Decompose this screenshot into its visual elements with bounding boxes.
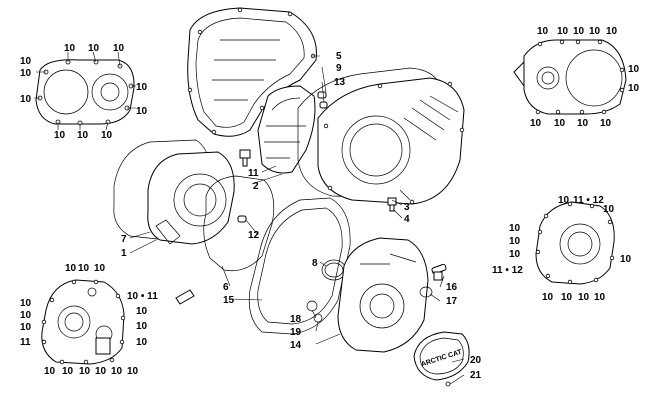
- bolt-pattern-left-clutch-cover: [34, 51, 136, 131]
- callout-label: 10: [20, 68, 32, 79]
- callout-label: 11 • 12: [492, 265, 523, 276]
- callout-label: 10: [78, 263, 90, 274]
- bolt-pattern-bottom-left-cover: [41, 279, 126, 365]
- callout-label: 11: [248, 168, 259, 179]
- bolt-11: [239, 149, 251, 167]
- callout-label: 10: [589, 26, 601, 37]
- callout-label: 10: [20, 298, 32, 309]
- callout-label: 10: [542, 292, 554, 303]
- callout-label: 10: [95, 366, 107, 377]
- callout-label: 10: [127, 366, 139, 377]
- callout-label: 6: [223, 282, 229, 293]
- bracket-piece: [175, 289, 195, 305]
- callout-label: 8: [312, 258, 318, 269]
- callout-label: 10: [54, 130, 66, 141]
- callout-label: 9: [336, 63, 342, 74]
- callout-label: 10: [509, 236, 521, 247]
- callout-label: 10: [557, 26, 569, 37]
- callout-label: 17: [446, 296, 458, 307]
- bolt-4: [387, 197, 397, 212]
- callout-label: 10: [64, 43, 76, 54]
- callout-label: 19: [290, 327, 302, 338]
- callout-label: 10 • 11: [127, 291, 158, 302]
- callout-label: 10: [77, 130, 89, 141]
- bolt-pattern-mid-right-cover: [535, 201, 615, 285]
- callout-label: 10: [620, 254, 632, 265]
- callout-label: 12: [248, 230, 260, 241]
- callout-label: 10: [628, 64, 640, 75]
- screw-21: [445, 381, 451, 387]
- callout-label: 10: [136, 106, 148, 117]
- callout-label: 11 • 12: [573, 195, 604, 206]
- callout-label: 10: [578, 292, 590, 303]
- callout-label: 2: [253, 181, 259, 192]
- plug-12: [237, 215, 247, 223]
- clutch-cover-outer: [187, 7, 317, 137]
- callout-label: 7: [121, 234, 127, 245]
- callout-label: 13: [334, 77, 346, 88]
- callout-label: 20: [470, 355, 482, 366]
- callout-label: 10: [101, 130, 113, 141]
- callout-label: 10: [20, 322, 32, 333]
- callout-label: 3: [404, 202, 410, 213]
- callout-label: 10: [20, 310, 32, 321]
- callout-label: 10: [509, 223, 521, 234]
- cover-14: [337, 237, 429, 353]
- callout-label: 10: [628, 83, 640, 94]
- callout-label: 10: [537, 26, 549, 37]
- callout-label: 10: [79, 366, 91, 377]
- callout-label: 5: [336, 51, 342, 62]
- callout-label: 16: [446, 282, 458, 293]
- callout-label: 18: [290, 314, 302, 325]
- callout-label: 10: [136, 321, 148, 332]
- callout-label: 10: [20, 56, 32, 67]
- callout-label: 10: [606, 26, 618, 37]
- callout-label: 10: [600, 118, 612, 129]
- bolt-pattern-right-cover: [513, 39, 627, 115]
- callout-label: 10: [136, 337, 148, 348]
- air-duct-inner: [257, 85, 316, 174]
- o-ring-17: [419, 286, 433, 298]
- callout-label: 10: [65, 263, 77, 274]
- gasket-6: [203, 175, 275, 272]
- callout-label: 10: [20, 94, 32, 105]
- callout-label: 21: [470, 370, 482, 381]
- callout-label: 10: [136, 82, 148, 93]
- callout-label: 15: [223, 295, 235, 306]
- washer-18-19: [306, 300, 323, 323]
- callout-label: 10: [44, 366, 56, 377]
- callout-label: 10: [558, 195, 570, 206]
- callout-labels: 10 10 10 10 10 10 10 10 10 10 10 5 9 13 …: [20, 26, 640, 381]
- plug-16: [431, 263, 447, 281]
- leader-lines: [129, 55, 465, 385]
- callout-label: 10: [94, 263, 106, 274]
- callout-label: 10: [603, 204, 615, 215]
- callout-label: 10: [530, 118, 542, 129]
- callout-label: 10: [594, 292, 606, 303]
- callout-label: 1: [121, 248, 127, 259]
- callout-label: 10: [573, 26, 585, 37]
- callout-label: 10: [577, 118, 589, 129]
- callout-label: 14: [290, 340, 302, 351]
- callout-label: 10: [554, 118, 566, 129]
- callout-label: 4: [404, 214, 410, 225]
- callout-label: 10: [136, 306, 148, 317]
- callout-label: 10: [509, 249, 521, 260]
- cover-plate-20: ARCTIC CAT: [413, 331, 470, 381]
- grommet-parts: [317, 91, 328, 109]
- housing-1: [147, 151, 235, 245]
- callout-label: 10: [113, 43, 125, 54]
- callout-label: 10: [88, 43, 100, 54]
- callout-label: 11: [20, 337, 31, 348]
- callout-label: 10: [561, 292, 573, 303]
- callout-label: 10: [62, 366, 74, 377]
- callout-label: 10: [111, 366, 123, 377]
- outer-cover-3: [317, 77, 465, 205]
